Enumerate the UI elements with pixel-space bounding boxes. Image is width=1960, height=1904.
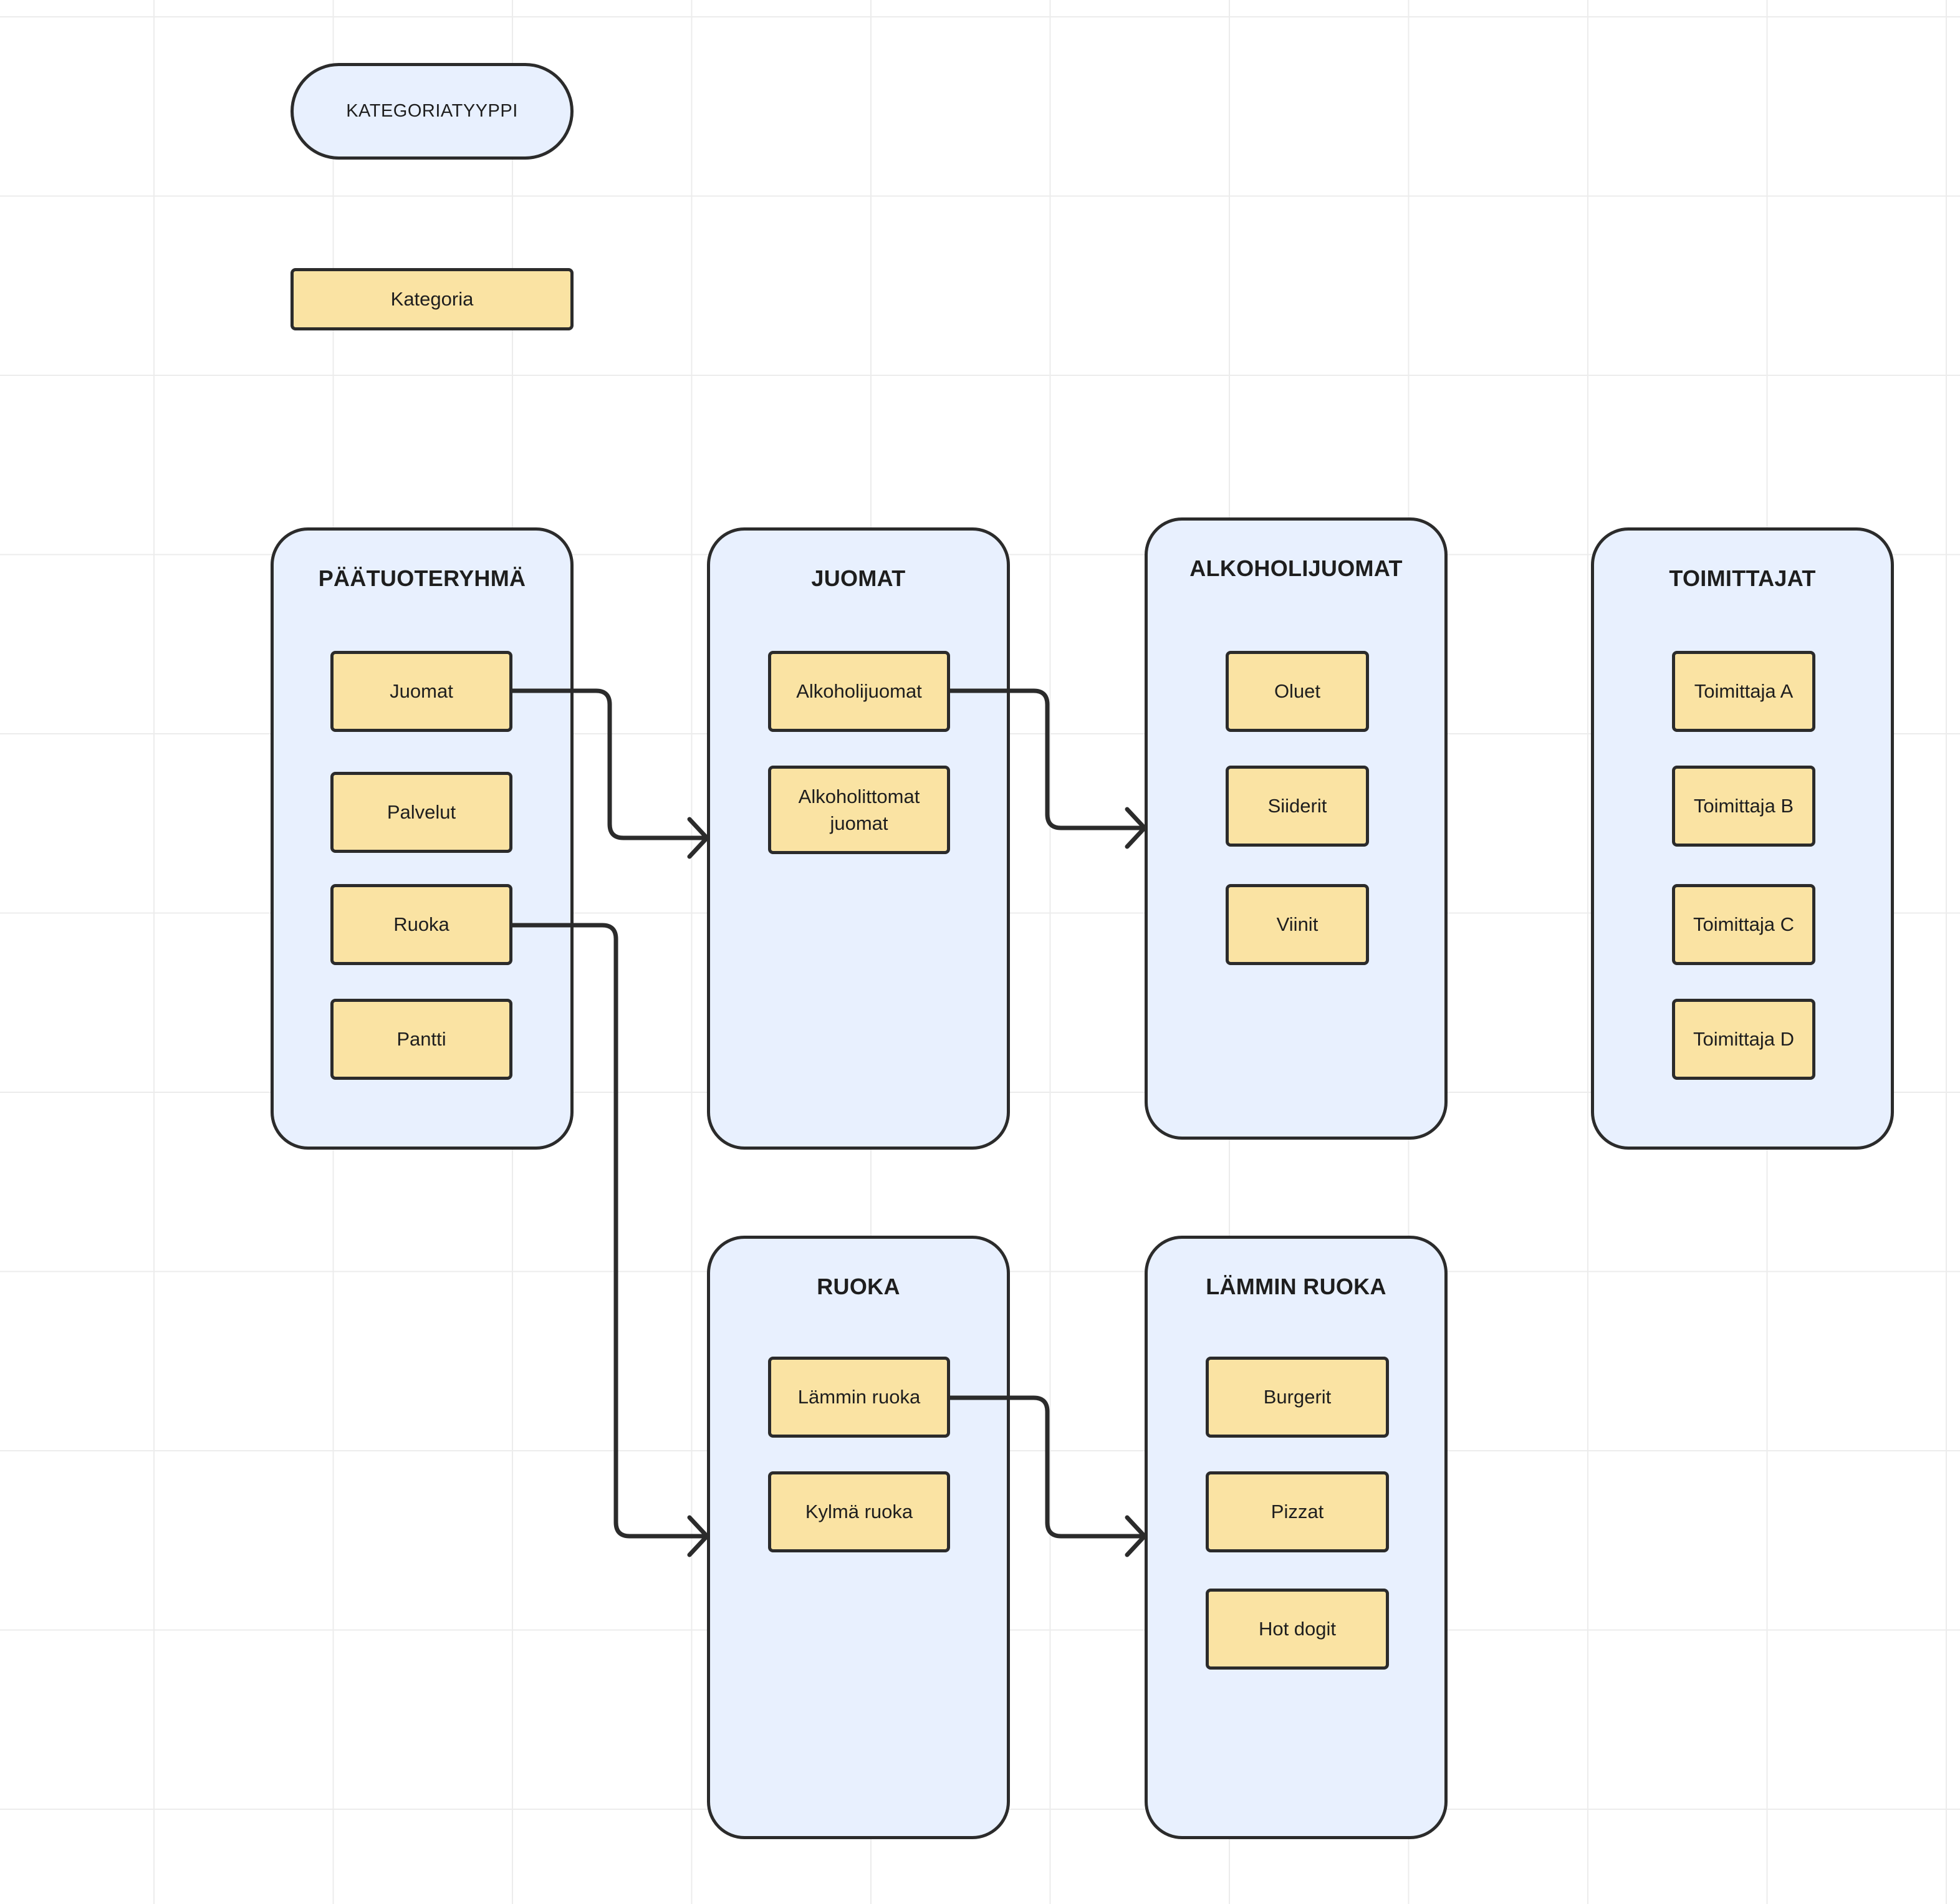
group-title: ALKOHOLIJUOMAT	[1189, 555, 1403, 581]
arrowhead-icon	[1125, 807, 1147, 849]
legend-category-type[interactable]: KATEGORIATYYPPI	[291, 63, 574, 160]
category-lammin-ruoka[interactable]: Lämmin ruoka	[768, 1357, 950, 1438]
category-label: Alkoholittomat juomat	[798, 785, 920, 834]
category-toimittaja-d[interactable]: Toimittaja D	[1672, 999, 1815, 1080]
arrowhead-icon	[687, 817, 709, 859]
category-juomat[interactable]: Juomat	[330, 651, 512, 732]
arrowhead-icon	[1125, 1515, 1147, 1557]
category-pizzat[interactable]: Pizzat	[1206, 1471, 1389, 1552]
category-toimittaja-c[interactable]: Toimittaja C	[1672, 884, 1815, 965]
category-oluet[interactable]: Oluet	[1226, 651, 1369, 732]
category-alkoholittomat-juomat[interactable]: Alkoholittomat juomat	[768, 766, 950, 854]
legend-category-type-label: KATEGORIATYYPPI	[346, 101, 518, 121]
category-toimittaja-a[interactable]: Toimittaja A	[1672, 651, 1815, 732]
category-toimittaja-b[interactable]: Toimittaja B	[1672, 766, 1815, 847]
category-hot-dogit[interactable]: Hot dogit	[1206, 1589, 1389, 1670]
category-ruoka[interactable]: Ruoka	[330, 884, 512, 965]
group-title: PÄÄTUOTERYHMÄ	[318, 565, 526, 591]
category-viinit[interactable]: Viinit	[1226, 884, 1369, 965]
category-kylma-ruoka[interactable]: Kylmä ruoka	[768, 1471, 950, 1552]
group-title: LÄMMIN RUOKA	[1206, 1274, 1386, 1299]
category-palvelut[interactable]: Palvelut	[330, 772, 512, 853]
category-siiderit[interactable]: Siiderit	[1226, 766, 1369, 847]
group-title: TOIMITTAJAT	[1669, 565, 1816, 591]
category-burgerit[interactable]: Burgerit	[1206, 1357, 1389, 1438]
legend-category[interactable]: Kategoria	[291, 268, 574, 330]
group-title: RUOKA	[817, 1274, 900, 1299]
category-alkoholijuomat[interactable]: Alkoholijuomat	[768, 651, 950, 732]
group-title: JUOMAT	[811, 565, 906, 591]
arrowhead-icon	[687, 1515, 709, 1557]
legend-category-label: Kategoria	[390, 288, 474, 310]
category-pantti[interactable]: Pantti	[330, 999, 512, 1080]
